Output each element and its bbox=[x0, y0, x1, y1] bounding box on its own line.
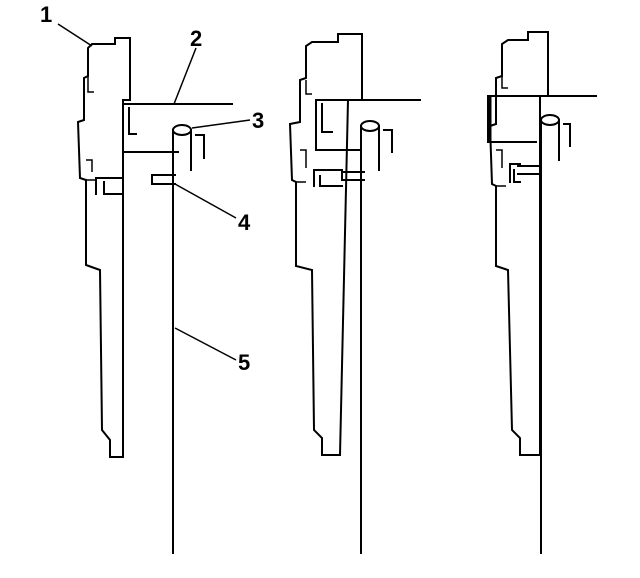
lever-bracket bbox=[315, 99, 421, 151]
pivot-pin bbox=[172, 124, 192, 136]
view-1 bbox=[76, 37, 233, 554]
housing-detail-upper bbox=[501, 76, 508, 89]
pivot-pin bbox=[540, 114, 560, 126]
callout-leader-5 bbox=[174, 327, 237, 361]
callout-label-5: 5 bbox=[238, 350, 250, 375]
callout-label-3: 3 bbox=[252, 108, 264, 133]
housing-outline bbox=[488, 31, 549, 456]
housing-detail-upper bbox=[305, 80, 312, 95]
callout-leader-1 bbox=[57, 23, 93, 47]
pivot-pin bbox=[360, 120, 380, 132]
housing-fastener bbox=[313, 169, 343, 187]
housing-detail-lower bbox=[296, 149, 307, 183]
retaining-clip bbox=[151, 174, 176, 185]
housing-outline bbox=[76, 37, 131, 458]
callout-leader-3 bbox=[191, 119, 251, 129]
housing-detail-lower bbox=[86, 159, 96, 181]
pivot-pin-body bbox=[172, 129, 205, 176]
callout-leader-4 bbox=[174, 183, 237, 219]
housing-detail-upper bbox=[87, 76, 94, 93]
callouts: 1 2 3 4 5 bbox=[40, 2, 264, 375]
housing-outline bbox=[288, 33, 363, 456]
retaining-clip bbox=[517, 165, 541, 175]
callout-label-2: 2 bbox=[190, 26, 202, 51]
callout-label-4: 4 bbox=[238, 210, 251, 235]
housing-fastener bbox=[509, 163, 521, 183]
pivot-pin-body bbox=[540, 119, 571, 171]
pivot-pin-body bbox=[360, 125, 393, 179]
housing-detail-lower bbox=[496, 149, 506, 187]
callout-label-1: 1 bbox=[40, 2, 52, 27]
lever-bracket bbox=[487, 95, 597, 143]
view-3 bbox=[487, 31, 597, 554]
callout-leader-2 bbox=[173, 47, 197, 105]
view-2 bbox=[288, 33, 421, 554]
lever-bracket bbox=[122, 103, 233, 153]
housing-fastener bbox=[95, 177, 124, 195]
